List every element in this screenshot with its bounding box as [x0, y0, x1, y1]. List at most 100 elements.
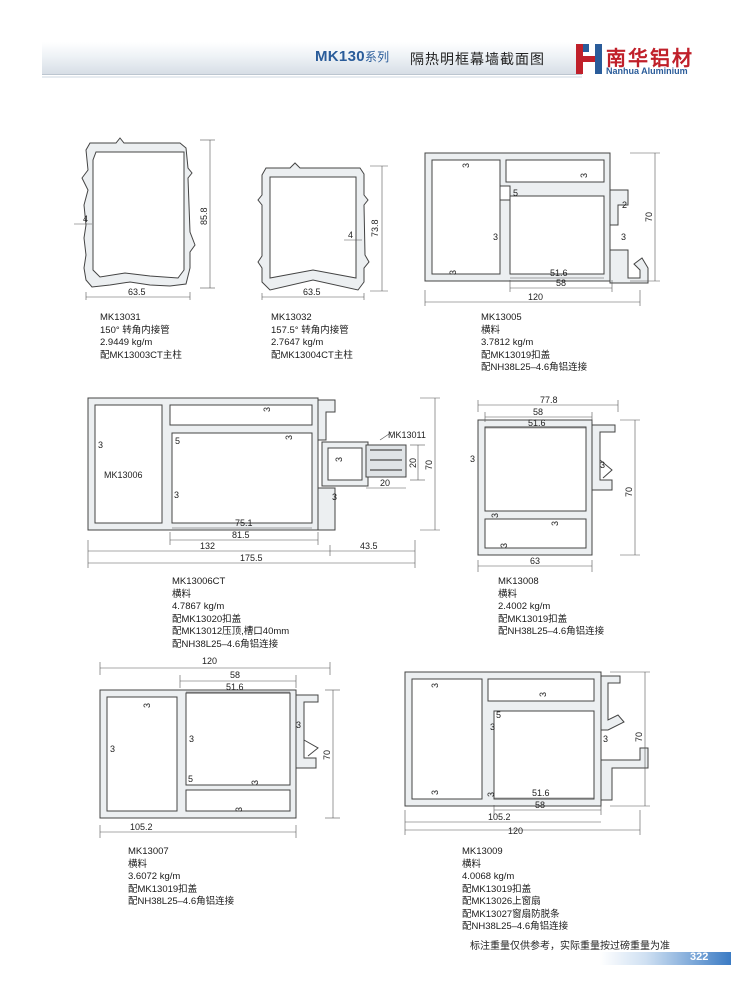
dim-mk13006ct-t3: 3: [284, 435, 294, 440]
dim-mk13006ct-a: 81.5: [232, 530, 250, 540]
caption-line: 3.6072 kg/m: [128, 871, 181, 882]
caption-mk13007: MK13007 横料 3.6072 kg/m 配MK13019扣盖 配NH38L…: [128, 846, 234, 909]
dim-mk13007-height: 70: [322, 750, 332, 760]
dim-mk13007-c: 105.2: [130, 822, 153, 832]
dim-mk13009-t3: 3: [603, 734, 608, 744]
page-number-bar: [600, 952, 731, 965]
caption-line: 157.5° 转角内接管: [271, 324, 349, 336]
caption-line: 2.4002 kg/m: [498, 601, 551, 612]
dim-mk13007-t5: 5: [188, 774, 193, 784]
dim-mk13007-t3: 3: [296, 720, 301, 730]
dim-mk13008-t3: 3: [490, 513, 500, 518]
dim-mk13006ct-ext: 43.5: [360, 541, 378, 551]
caption-mk13008: MK13008 横料 2.4002 kg/m 配MK13019扣盖 配NH38L…: [498, 576, 604, 639]
profile-code: MK13005: [481, 312, 522, 323]
caption-line: 配MK13020扣盖: [172, 613, 242, 625]
caption-line: 配NH38L25–4.6角铝连接: [462, 921, 569, 932]
dim-mk13005-t3: 3: [621, 232, 626, 242]
caption-mk13006ct: MK13006CT 横料 4.7867 kg/m 配MK13020扣盖 配MK1…: [172, 576, 289, 651]
dim-mk13008-t3: 3: [550, 521, 560, 526]
dim-mk13009-t3: 3: [430, 683, 440, 688]
dim-mk13032-width: 63.5: [303, 287, 321, 297]
dim-mk13005-a: 58: [556, 278, 566, 288]
caption-line: 横料: [172, 588, 192, 600]
dim-mk13006ct-b: 75.1: [235, 518, 253, 528]
caption-line: 配MK13019扣盖: [462, 883, 532, 895]
caption-line: 150° 转角内接管: [100, 324, 170, 336]
dim-mk13008-a: 58: [533, 407, 543, 417]
caption-line: 4.0068 kg/m: [462, 871, 515, 882]
dim-mk13006ct-total: 175.5: [240, 553, 263, 563]
caption-mk13009: MK13009 横料 4.0068 kg/m 配MK13019扣盖 配MK130…: [462, 846, 568, 934]
dim-mk13006ct-main: 132: [200, 541, 215, 551]
dim-mk13008-width: 77.8: [540, 395, 558, 405]
insert-label-mk13011: MK13011: [388, 430, 426, 440]
caption-line: 配MK13019扣盖: [128, 883, 198, 895]
dim-mk13032-height: 73.8: [370, 219, 380, 237]
profile-code: MK13032: [271, 312, 312, 323]
profile-code: MK13009: [462, 846, 503, 857]
logo-mark-icon: [576, 44, 602, 74]
caption-line: 2.7647 kg/m: [271, 337, 324, 348]
caption-line: 配NH38L25–4.6角铝连接: [172, 638, 279, 650]
dim-mk13008-t3: 3: [600, 460, 605, 470]
dim-mk13009-t3: 3: [538, 692, 548, 697]
caption-line: 配NH38L25–4.6角铝连接: [481, 362, 588, 373]
dim-mk13006ct-t3: 3: [98, 440, 103, 450]
caption-mk13005: MK13005 横料 3.7812 kg/m 配MK13019扣盖 配NH38L…: [481, 312, 587, 375]
dim-mk13005-t2: 2: [622, 200, 627, 210]
caption-mk13032: MK13032 157.5° 转角内接管 2.7647 kg/m 配MK1300…: [271, 312, 353, 362]
dim-mk13006ct-height: 70: [424, 460, 434, 470]
dim-mk13007-width: 120: [202, 656, 217, 666]
dim-mk13005-t5: 5: [513, 188, 518, 198]
caption-line: 横料: [128, 858, 148, 870]
dim-mk13005-height: 70: [644, 212, 654, 222]
profile-code: MK13007: [128, 846, 169, 857]
dim-mk13009-b: 51.6: [532, 788, 550, 798]
page-number: 322: [690, 951, 709, 963]
dim-mk13006ct-t5: 5: [175, 436, 180, 446]
caption-line: 横料: [498, 588, 518, 600]
series-name: MK130系列: [315, 48, 390, 65]
caption-line: 配MK13019扣盖: [481, 349, 551, 361]
dim-mk13008-height: 70: [624, 487, 634, 497]
inner-label-mk13006: MK13006: [104, 470, 143, 480]
dim-mk13009-t3: 3: [430, 790, 440, 795]
caption-line: 配NH38L25–4.6角铝连接: [498, 626, 605, 637]
logo-name-en: Nanhua Aluminium: [606, 66, 688, 76]
dim-mk13006ct-t3: 3: [174, 490, 179, 500]
dim-mk13007-t3: 3: [110, 744, 115, 754]
caption-line: 配NH38L25–4.6角铝连接: [128, 896, 235, 907]
dim-mk13032-wall: 4: [348, 230, 353, 240]
dim-mk13005-t3: 3: [493, 232, 498, 242]
dim-mk13007-a: 58: [230, 670, 240, 680]
dim-mk13009-c: 105.2: [488, 812, 511, 822]
brand-logo: 南华铝材 Nanhua Aluminium: [574, 40, 724, 80]
dim-mk13005-t3: 3: [448, 270, 458, 275]
dim-mk13006ct-w2: 20: [380, 478, 390, 488]
dim-mk13007-t3: 3: [189, 734, 194, 744]
caption-line: 配MK13012压顶,槽口40mm: [172, 626, 290, 637]
header-band: [42, 42, 582, 78]
caption-mk13031: MK13031 150° 转角内接管 2.9449 kg/m 配MK13003C…: [100, 312, 182, 362]
dim-mk13007-t3: 3: [250, 780, 260, 785]
dim-mk13009-a: 58: [535, 800, 545, 810]
dim-mk13008-t3: 3: [499, 543, 509, 548]
caption-line: 配MK13004CT主柱: [271, 349, 353, 361]
profile-code: MK13006CT: [172, 576, 226, 587]
dim-mk13005-b: 51.6: [550, 268, 568, 278]
weight-note: 标注重量仅供参考，实际重量按过磅重量为准: [470, 941, 670, 952]
dim-mk13031-width: 63.5: [128, 287, 146, 297]
caption-line: 4.7867 kg/m: [172, 601, 225, 612]
caption-line: 配MK13003CT主柱: [100, 349, 182, 361]
dim-mk13006ct-t3: 3: [332, 492, 337, 502]
dim-mk13007-t3: 3: [234, 807, 244, 812]
dim-mk13005-width: 120: [528, 292, 543, 302]
caption-line: 配MK13027窗扇防脱条: [462, 908, 560, 920]
caption-line: 3.7812 kg/m: [481, 337, 534, 348]
dim-mk13006ct-t3: 3: [334, 457, 344, 462]
